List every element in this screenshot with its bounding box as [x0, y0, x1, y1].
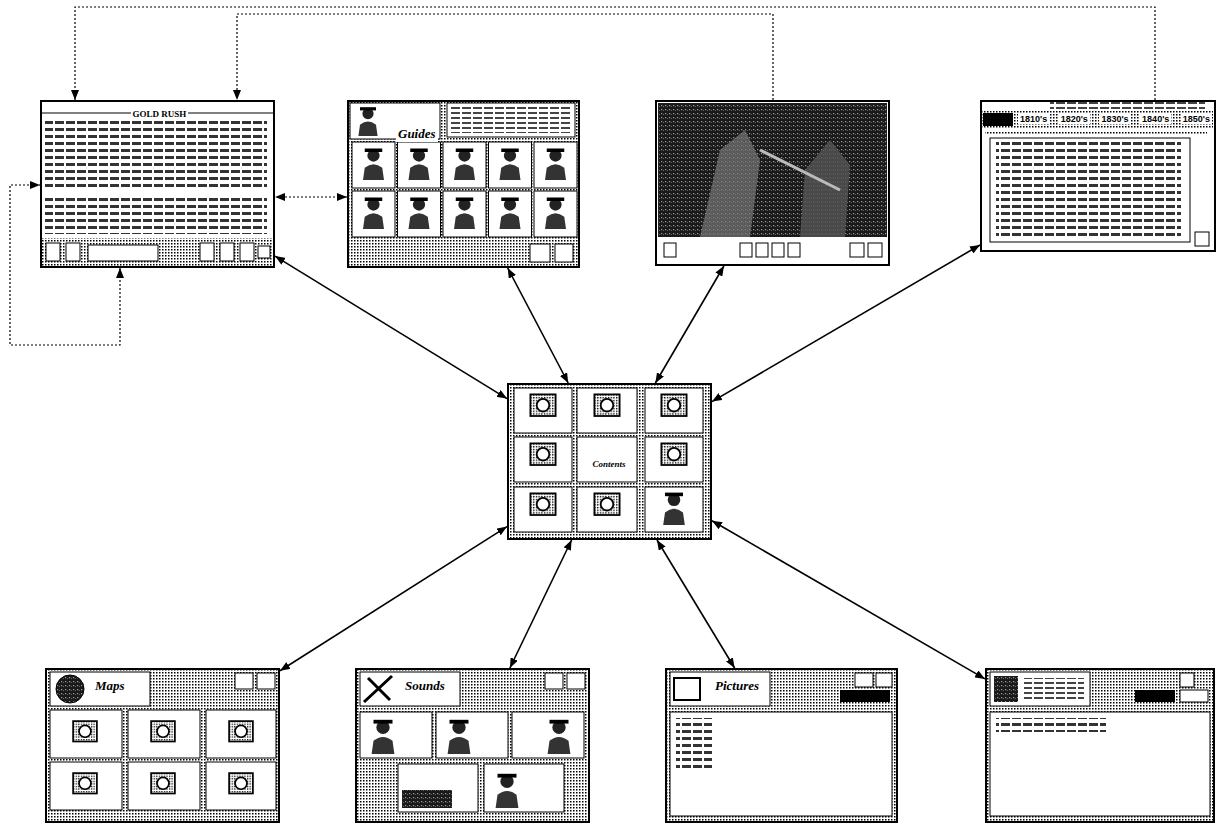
navigation-arrow	[510, 540, 572, 668]
dotted-link-arrow	[10, 185, 120, 345]
screen-title-row: GOLD RUSH	[42, 103, 277, 121]
screen-card: Guides	[347, 100, 580, 268]
screen-timeline	[980, 100, 1213, 252]
screen-title: Maps	[93, 678, 127, 694]
dotted-link-arrow	[237, 14, 773, 100]
screen-title: GOLD RUSH	[131, 109, 189, 119]
screen-gold-rush	[40, 100, 275, 268]
screen-guides	[347, 100, 580, 268]
screen-title: Sounds	[403, 678, 447, 694]
screen-card: Contents	[507, 383, 712, 540]
navigation-arrow	[655, 266, 724, 383]
navigation-arrow	[712, 521, 985, 679]
decade-button: 1850's	[1181, 114, 1212, 124]
screen-card: 1810's 1820's 1830's 1840's 1850's	[980, 100, 1216, 252]
navigation-arrow	[275, 256, 507, 399]
screen-card	[985, 668, 1215, 823]
screen-title-row: Contents	[579, 453, 639, 471]
screen-title-row: Pictures	[713, 676, 761, 694]
dotted-link-arrow	[275, 196, 347, 197]
screen-card: Maps	[45, 668, 280, 823]
dotted-link-arrow	[75, 7, 1155, 100]
screen-card: GOLD RUSH	[40, 100, 275, 268]
screen-title: Pictures	[713, 678, 761, 694]
screen-title-row: Guides	[396, 124, 438, 142]
decade-button: 1820's	[1059, 114, 1090, 124]
decade-button: 1810's	[1018, 114, 1049, 124]
screen-title-row: Sounds	[403, 676, 447, 694]
screen-card	[655, 100, 890, 266]
navigation-arrow	[508, 268, 569, 383]
screen-sounds	[355, 668, 590, 823]
screen-pictures	[665, 668, 898, 823]
navigation-arrow	[657, 540, 735, 668]
screen-card: Pictures	[665, 668, 898, 823]
screen-title-row: 1810's 1820's 1830's 1840's 1850's	[1018, 114, 1212, 124]
decade-button: 1830's	[1099, 114, 1130, 124]
navigation-arrow	[280, 527, 507, 671]
screen-photograph	[655, 100, 890, 266]
navigation-arrow	[712, 245, 980, 402]
screen-contents-menu	[507, 383, 712, 540]
decade-button: 1840's	[1140, 114, 1171, 124]
screen-glossary	[985, 668, 1215, 823]
screen-maps	[45, 668, 280, 823]
screen-card: Sounds	[355, 668, 590, 823]
screen-title: Contents	[590, 459, 627, 469]
screen-title-row: Maps	[93, 676, 127, 694]
screen-title: Guides	[396, 126, 438, 142]
